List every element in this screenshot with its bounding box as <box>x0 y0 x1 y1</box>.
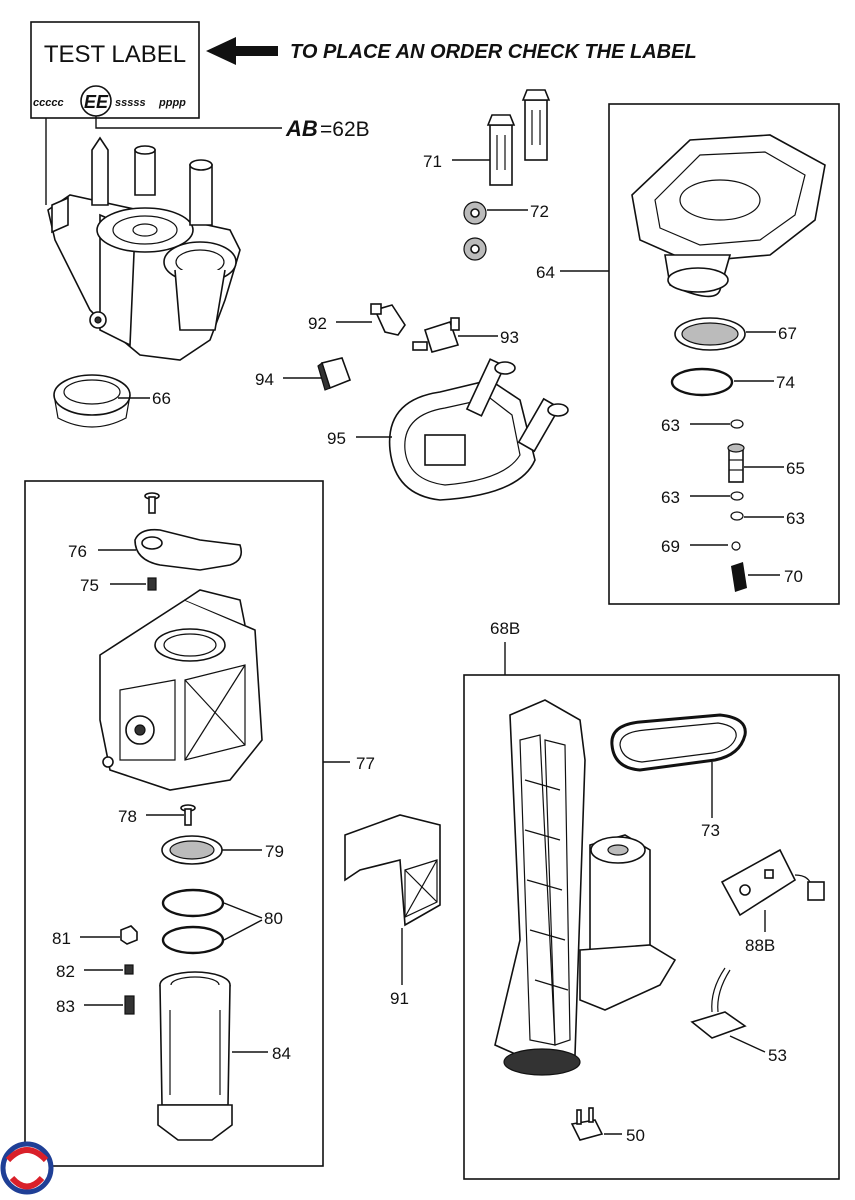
part-78-screw <box>180 804 196 826</box>
arrow-left-icon <box>206 37 278 65</box>
part-label-78: 78 <box>118 807 137 826</box>
part-label-81: 81 <box>52 929 71 948</box>
part-83-spring <box>124 995 135 1015</box>
brew-chamber-body <box>99 589 263 791</box>
part-80-orings <box>161 888 225 955</box>
part-74-oring <box>670 367 734 397</box>
test-label-title: TEST LABEL <box>44 41 186 68</box>
part-label-68b: 68B <box>490 619 520 638</box>
part-67-filter <box>674 317 746 351</box>
part-label-77: 77 <box>356 754 375 773</box>
part-71-tubes <box>486 89 551 186</box>
part-93-thermostat <box>412 317 460 353</box>
part-label-64: 64 <box>536 263 555 282</box>
part-label-93: 93 <box>500 328 519 347</box>
frame-68b <box>463 674 840 1180</box>
part-label-63a: 63 <box>661 416 680 435</box>
part-label-76: 76 <box>68 542 87 561</box>
part-label-63c: 63 <box>786 509 805 528</box>
part-label-74: 74 <box>776 373 795 392</box>
test-label-box: TEST LABEL ccccc EE sssss pppp <box>30 21 200 119</box>
label-code-mid: sssss <box>115 97 146 109</box>
part-69-ball <box>731 541 741 551</box>
part-label-83: 83 <box>56 997 75 1016</box>
part-94-connector <box>317 357 352 391</box>
part-84-lower-piston <box>157 971 233 1141</box>
part-91-bracket <box>344 814 441 927</box>
frame-77 <box>24 480 324 1167</box>
part-79-filter <box>161 835 223 865</box>
part-label-72: 72 <box>530 202 549 221</box>
part-82-pin <box>124 964 134 975</box>
part-label-73: 73 <box>701 821 720 840</box>
part-73-belt <box>610 713 747 772</box>
frame-64 <box>608 103 840 605</box>
part-label-50: 50 <box>626 1126 645 1145</box>
part-label-53: 53 <box>768 1046 787 1065</box>
part-81-nut <box>120 925 138 945</box>
ab-key: AB <box>285 116 318 141</box>
part-66-gasket <box>53 374 131 428</box>
label-code-circle: EE <box>84 92 109 112</box>
screw-top <box>144 492 160 514</box>
part-65-valve <box>727 443 745 483</box>
part-53-sensor <box>690 967 747 1039</box>
part-50-clip <box>570 1107 604 1141</box>
part-label-91: 91 <box>390 989 409 1008</box>
part-64-upper-piston <box>631 134 826 298</box>
part-label-65: 65 <box>786 459 805 478</box>
part-63-oring-a <box>730 419 744 429</box>
brand-logo-icon <box>0 1141 54 1195</box>
part-label-82: 82 <box>56 962 75 981</box>
part-95-boiler-plate <box>388 358 569 501</box>
part-label-79: 79 <box>265 842 284 861</box>
label-code-left: ccccc <box>33 97 64 109</box>
part-label-63b: 63 <box>661 488 680 507</box>
part-label-94: 94 <box>255 370 274 389</box>
part-88b-pcb <box>720 848 825 917</box>
part-label-70: 70 <box>784 567 803 586</box>
part-76-lever <box>134 528 243 571</box>
part-label-80: 80 <box>264 909 283 928</box>
ab-value: =62B <box>320 118 370 141</box>
part-label-95: 95 <box>327 429 346 448</box>
part-75-spring <box>147 577 157 591</box>
label-code-right: pppp <box>158 97 186 109</box>
part-label-75: 75 <box>80 576 99 595</box>
drive-motor-assembly <box>494 699 677 1076</box>
part-label-71: 71 <box>423 152 442 171</box>
brew-unit-assembly <box>47 136 241 361</box>
part-63-oring-c <box>730 511 744 521</box>
part-label-88b: 88B <box>745 936 775 955</box>
part-72-gears <box>463 201 487 261</box>
part-label-84: 84 <box>272 1044 291 1063</box>
part-92-thermostat <box>370 303 406 336</box>
part-label-66: 66 <box>152 389 171 408</box>
part-70-spring <box>731 562 747 592</box>
part-label-69: 69 <box>661 537 680 556</box>
part-label-92: 92 <box>308 314 327 333</box>
part-63-oring-b <box>730 491 744 501</box>
part-label-67: 67 <box>778 324 797 343</box>
order-instruction: TO PLACE AN ORDER CHECK THE LABEL <box>290 41 697 63</box>
